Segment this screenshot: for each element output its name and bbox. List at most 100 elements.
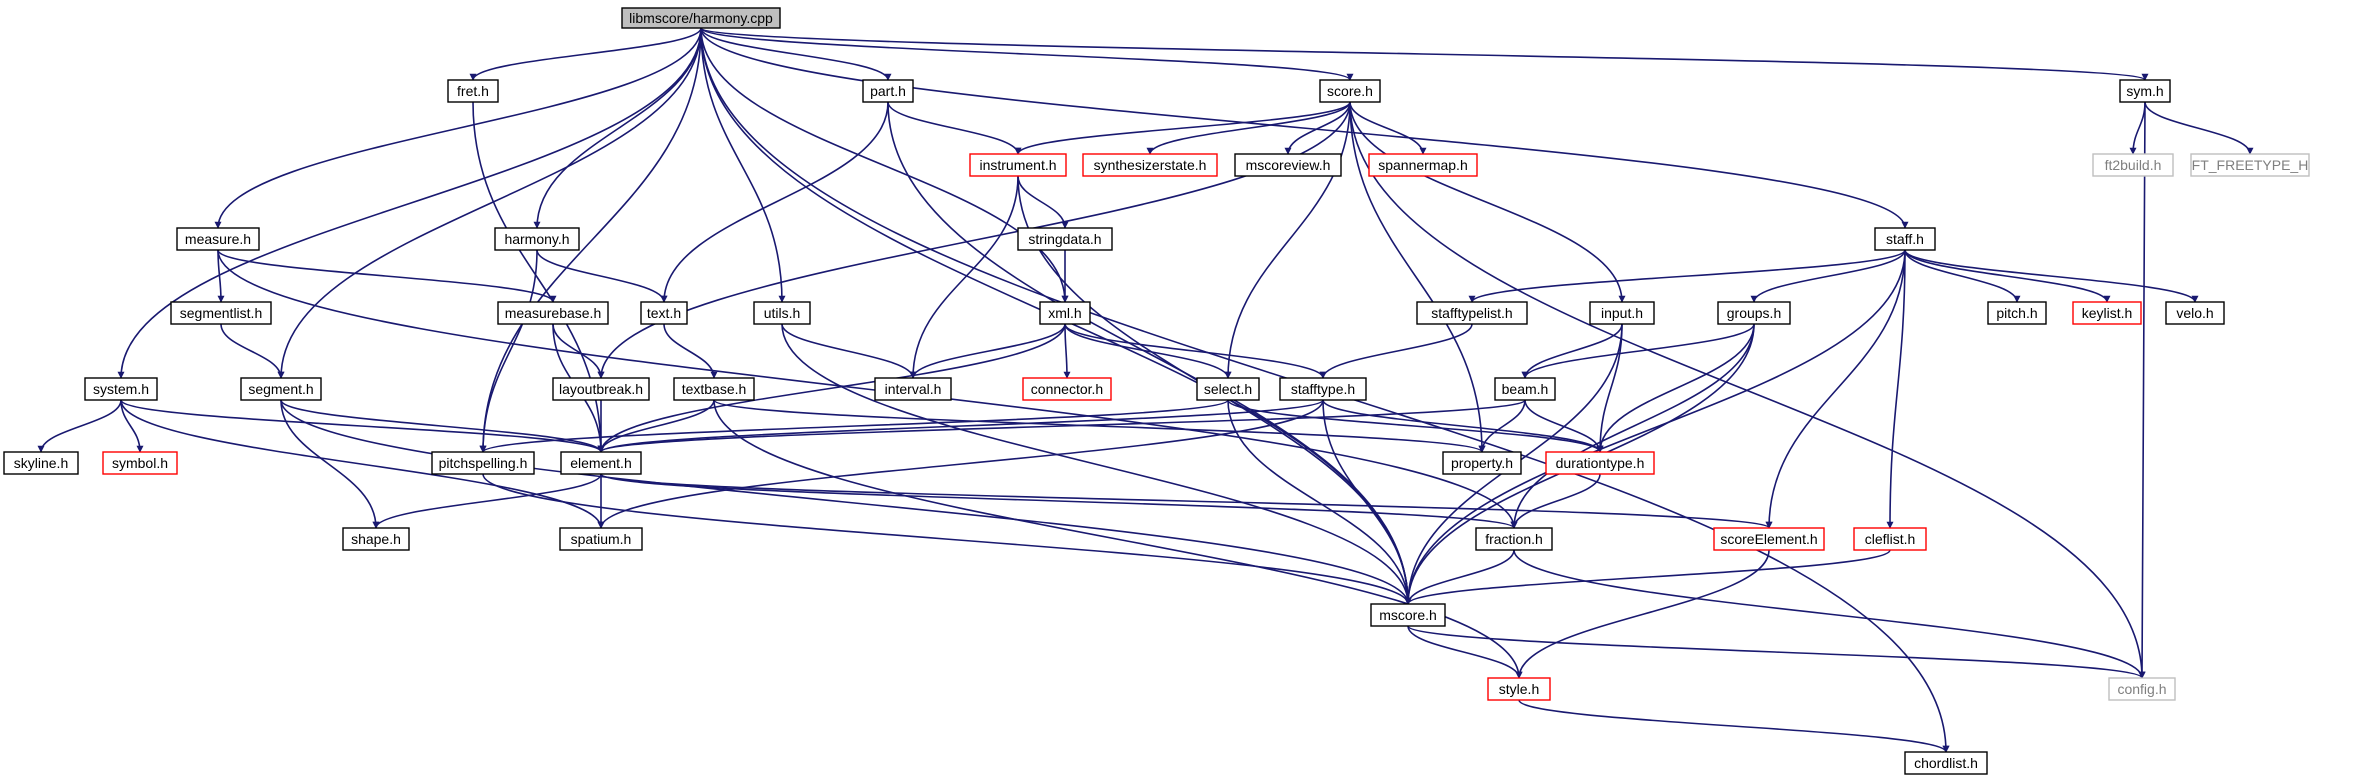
- file-node-text-h[interactable]: text.h: [640, 301, 688, 325]
- file-node-input-h[interactable]: input.h: [1589, 301, 1655, 325]
- file-node-staff-h[interactable]: staff.h: [1874, 227, 1936, 251]
- file-node-skyline-h[interactable]: skyline.h: [3, 451, 79, 475]
- file-node-xml-h[interactable]: xml.h: [1039, 301, 1091, 325]
- edge-measurebase_h-to-layoutbreak_h: [552, 323, 605, 379]
- file-node-part-h[interactable]: part.h: [862, 79, 914, 103]
- node-label: shape.h: [351, 531, 401, 547]
- file-nodes: libmscore/harmony.cpp fret.h part.h scor…: [3, 7, 2310, 775]
- edge-textbase_h-to-property_h: [713, 399, 1486, 453]
- node-label: durationtype.h: [1556, 455, 1645, 471]
- file-node-config-h[interactable]: config.h: [2108, 677, 2176, 701]
- file-node-durationtype-h[interactable]: durationtype.h: [1545, 451, 1655, 475]
- file-node-layoutbreak-h[interactable]: layoutbreak.h: [552, 377, 650, 401]
- edge-pitchspelling_h-to-mscore_h: [482, 473, 1412, 605]
- file-node-fret-h[interactable]: fret.h: [447, 79, 499, 103]
- file-node-chordlist-h[interactable]: chordlist.h: [1904, 751, 1988, 775]
- edge-harmony_cpp-to-utils_h: [700, 27, 786, 303]
- edge-mscore_h-to-style_h: [1407, 625, 1523, 679]
- root-file-node[interactable]: libmscore/harmony.cpp: [621, 7, 781, 29]
- file-node-mscore-h[interactable]: mscore.h: [1370, 603, 1446, 627]
- edge-element_h-to-fraction_h: [600, 473, 1518, 529]
- file-node-stafftypelist-h[interactable]: stafftypelist.h: [1416, 301, 1528, 325]
- file-node-utils-h[interactable]: utils.h: [753, 301, 811, 325]
- file-node-keylist-h[interactable]: keylist.h: [2072, 301, 2142, 325]
- edge-staff_h-to-mscore_h: [1404, 249, 1906, 605]
- file-node-synthesizerstate-h[interactable]: synthesizerstate.h: [1082, 153, 1218, 177]
- file-node-stafftype-h[interactable]: stafftype.h: [1279, 377, 1367, 401]
- edge-xml_h-to-select_h: [1064, 323, 1232, 379]
- file-node-cleflist-h[interactable]: cleflist.h: [1853, 527, 1927, 551]
- file-node-velo-h[interactable]: velo.h: [2165, 301, 2225, 325]
- file-node-stringdata-h[interactable]: stringdata.h: [1017, 227, 1113, 251]
- edge-harmony_cpp-to-staff_h: [700, 27, 1909, 229]
- node-label: beam.h: [1502, 381, 1549, 397]
- file-node-instrument-h[interactable]: instrument.h: [969, 153, 1067, 177]
- node-label: utils.h: [764, 305, 801, 321]
- edge-utils_h-to-interval_h: [781, 323, 917, 379]
- file-node-scoreelement-h[interactable]: scoreElement.h: [1713, 527, 1825, 551]
- node-label: synthesizerstate.h: [1094, 157, 1207, 173]
- node-label: stafftype.h: [1291, 381, 1355, 397]
- node-label: xml.h: [1048, 305, 1081, 321]
- node-label: mscore.h: [1379, 607, 1437, 623]
- edge-staff_h-to-stafftypelist_h: [1468, 249, 1906, 303]
- edge-groups_h-to-durationtype_h: [1596, 323, 1755, 453]
- edge-text_h-to-textbase_h: [663, 323, 718, 379]
- file-node-connector-h[interactable]: connector.h: [1022, 377, 1112, 401]
- file-node-property-h[interactable]: property.h: [1442, 451, 1522, 475]
- node-label: groups.h: [1727, 305, 1781, 321]
- node-label: fraction.h: [1485, 531, 1543, 547]
- node-label: text.h: [647, 305, 681, 321]
- file-node-measure-h[interactable]: measure.h: [176, 227, 260, 251]
- file-node-system-h[interactable]: system.h: [84, 377, 158, 401]
- node-label: score.h: [1327, 83, 1373, 99]
- file-node-interval-h[interactable]: interval.h: [874, 377, 952, 401]
- edge-harmony_cpp-to-fret_h: [469, 27, 702, 81]
- edge-stafftype_h-to-mscore_h: [1322, 399, 1412, 605]
- edge-harmony_cpp-to-pitchspelling_h: [479, 27, 702, 453]
- file-node-mscoreview-h[interactable]: mscoreview.h: [1234, 153, 1342, 177]
- file-node-ft2build-h[interactable]: ft2build.h: [2092, 153, 2174, 177]
- node-label: chordlist.h: [1914, 755, 1978, 771]
- file-node-style-h[interactable]: style.h: [1487, 677, 1551, 701]
- file-node-spannermap-h[interactable]: spannermap.h: [1368, 153, 1478, 177]
- edge-harmony_h-to-text_h: [536, 249, 668, 303]
- node-label: symbol.h: [112, 455, 168, 471]
- file-node-textbase-h[interactable]: textbase.h: [673, 377, 755, 401]
- file-node-segment-h[interactable]: segment.h: [240, 377, 322, 401]
- file-node-harmony-h[interactable]: harmony.h: [494, 227, 580, 251]
- edge-score_h-to-layoutbreak_h: [597, 101, 1351, 379]
- file-node-groups-h[interactable]: groups.h: [1717, 301, 1791, 325]
- node-label: segmentlist.h: [180, 305, 262, 321]
- file-node-ft-freetype-h[interactable]: FT_FREETYPE_H: [2190, 153, 2310, 177]
- file-node-shape-h[interactable]: shape.h: [342, 527, 410, 551]
- node-label: fret.h: [457, 83, 489, 99]
- file-node-fraction-h[interactable]: fraction.h: [1475, 527, 1553, 551]
- edge-select_h-to-mscore_h: [1227, 399, 1412, 605]
- node-label: sym.h: [2126, 83, 2163, 99]
- file-node-symbol-h[interactable]: symbol.h: [102, 451, 178, 475]
- edge-sym_h-to-ft2build_h: [2129, 101, 2146, 155]
- file-node-pitch-h[interactable]: pitch.h: [1987, 301, 2047, 325]
- node-label: textbase.h: [682, 381, 747, 397]
- file-node-element-h[interactable]: element.h: [560, 451, 642, 475]
- file-node-select-h[interactable]: select.h: [1196, 377, 1260, 401]
- edge-segmentlist_h-to-segment_h: [220, 323, 285, 379]
- edge-measure_h-to-measurebase_h: [217, 249, 557, 303]
- file-node-spatium-h[interactable]: spatium.h: [559, 527, 643, 551]
- file-node-beam-h[interactable]: beam.h: [1494, 377, 1556, 401]
- edge-harmony_cpp-to-system_h: [117, 27, 702, 379]
- edge-score_h-to-synthesizerstate_h: [1146, 101, 1351, 155]
- node-label: ft2build.h: [2105, 157, 2162, 173]
- file-node-segmentlist-h[interactable]: segmentlist.h: [170, 301, 272, 325]
- file-node-sym-h[interactable]: sym.h: [2119, 79, 2171, 103]
- node-label: interval.h: [885, 381, 942, 397]
- file-node-pitchspelling-h[interactable]: pitchspelling.h: [431, 451, 535, 475]
- file-node-score-h[interactable]: score.h: [1319, 79, 1381, 103]
- edge-instrument_h-to-stringdata_h: [1017, 175, 1069, 229]
- node-label: property.h: [1451, 455, 1513, 471]
- node-label: scoreElement.h: [1720, 531, 1817, 547]
- edge-groups_h-to-beam_h: [1521, 323, 1755, 379]
- file-node-measurebase-h[interactable]: measurebase.h: [497, 301, 609, 325]
- edge-staff_h-to-scoreelement_h: [1765, 249, 1906, 529]
